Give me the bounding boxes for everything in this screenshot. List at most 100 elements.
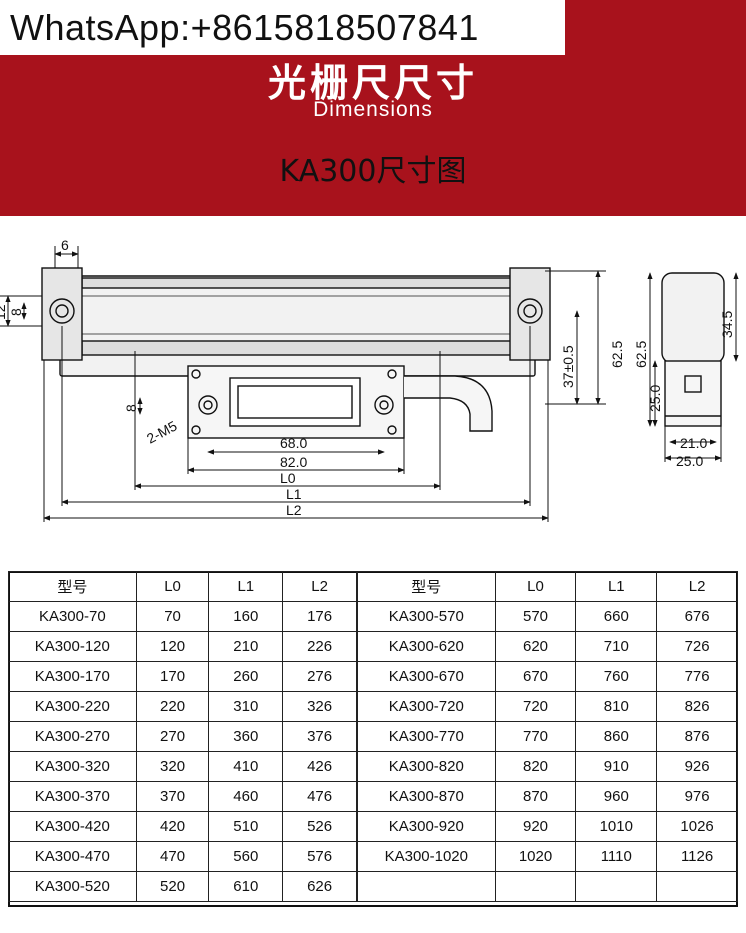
- table-cell: 360: [208, 721, 284, 752]
- table-cell: KA300-470: [8, 841, 137, 872]
- right-mount-hole: [517, 298, 543, 324]
- table-header-cell: L0: [494, 571, 577, 602]
- table-header-cell: L0: [135, 571, 210, 602]
- table-cell: 926: [656, 751, 738, 782]
- reader-hole-right: [374, 395, 394, 415]
- table-cell: 570: [494, 601, 577, 632]
- table-cell: KA300-620: [357, 631, 496, 662]
- reader-window: [229, 377, 361, 427]
- side-view-top: [661, 272, 725, 364]
- table-cell: KA300-320: [8, 751, 137, 782]
- table-cell: 1010: [575, 811, 658, 842]
- scale-body: [59, 275, 536, 377]
- dim-68-label: 68.0: [280, 435, 307, 451]
- table-header-cell: L1: [575, 571, 658, 602]
- dim-12-label: 12: [0, 304, 8, 320]
- table-cell: 720: [494, 691, 577, 722]
- dim-250-bottom-label: 25.0: [676, 453, 703, 469]
- dim-l1-label: L1: [286, 486, 302, 502]
- table-cell: 770: [494, 721, 577, 752]
- table-cell: KA300-770: [357, 721, 496, 752]
- dim-210-label: 21.0: [680, 435, 707, 451]
- dim-625-side-label: 62.5: [633, 341, 649, 368]
- model-title: KA300尺寸图: [279, 154, 467, 189]
- dim-l2-label: L2: [286, 502, 302, 518]
- table-cell: 560: [208, 841, 284, 872]
- table-cell: 876: [656, 721, 738, 752]
- table-cell: KA300-720: [357, 691, 496, 722]
- table-cell: 526: [282, 811, 357, 842]
- dim-8-label-reader: 8: [123, 404, 139, 412]
- table-header-cell: L2: [282, 571, 357, 602]
- table-cell: KA300-520: [8, 871, 137, 902]
- dim-250-side-label: 25.0: [647, 385, 663, 412]
- table-cell: 976: [656, 781, 738, 812]
- table-header-cell: L2: [656, 571, 738, 602]
- table-cell: KA300-220: [8, 691, 137, 722]
- table-cell: KA300-870: [357, 781, 496, 812]
- table-cell: 576: [282, 841, 357, 872]
- table-cell: 676: [656, 601, 738, 632]
- dim-2m5-label: 2-M5: [144, 417, 180, 446]
- table-cell: 710: [575, 631, 658, 662]
- dim-8-label-left: 8: [8, 308, 24, 316]
- dim-345-label: 34.5: [719, 311, 735, 338]
- table-cell: 670: [494, 661, 577, 692]
- reader-hole-left: [198, 395, 218, 415]
- dimension-drawing: 6 12 8 8 2-M5 68.0 82.0 L0 L1 L2 37±0.5 …: [0, 237, 739, 522]
- table-cell: 776: [656, 661, 738, 692]
- table-cell: KA300-270: [8, 721, 137, 752]
- table-cell: 220: [135, 691, 210, 722]
- table-cell: 176: [282, 601, 357, 632]
- english-title: Dimensions: [313, 98, 433, 121]
- table-row: [357, 871, 738, 902]
- table-cell: 910: [575, 751, 658, 782]
- table-cell: 520: [135, 871, 210, 902]
- table-cell: 826: [656, 691, 738, 722]
- table-cell: 810: [575, 691, 658, 722]
- dim-l0-label: L0: [280, 470, 296, 486]
- dim-6-label: 6: [61, 237, 69, 253]
- table-cell: [357, 871, 496, 902]
- cable: [404, 375, 493, 432]
- table-cell: 410: [208, 751, 284, 782]
- table-cell: 260: [208, 661, 284, 692]
- table-cell: 376: [282, 721, 357, 752]
- left-mount-hole: [49, 298, 75, 324]
- header-banner: WhatsApp:+8615818507841 光栅尺尺寸 Dimensions: [0, 0, 746, 216]
- table-cell: KA300-170: [8, 661, 137, 692]
- table-cell: 860: [575, 721, 658, 752]
- table-cell: KA300-1020: [357, 841, 496, 872]
- table-cell: 270: [135, 721, 210, 752]
- table-cell: 1126: [656, 841, 738, 872]
- table-cell: KA300-120: [8, 631, 137, 662]
- table-cell: 276: [282, 661, 357, 692]
- table-cell: 626: [282, 871, 357, 902]
- table-cell: KA300-370: [8, 781, 137, 812]
- whatsapp-contact: WhatsApp:+8615818507841: [0, 0, 565, 55]
- table-cell: 960: [575, 781, 658, 812]
- table-cell: 660: [575, 601, 658, 632]
- table-cell: 310: [208, 691, 284, 722]
- table-cell: 820: [494, 751, 577, 782]
- dim-82-label: 82.0: [280, 454, 307, 470]
- table-cell: KA300-570: [357, 601, 496, 632]
- scale-bottom-rail: [81, 340, 513, 356]
- table-cell: KA300-420: [8, 811, 137, 842]
- table-header-cell: 型号: [357, 571, 496, 602]
- table-cell: 476: [282, 781, 357, 812]
- table-cell: 510: [208, 811, 284, 842]
